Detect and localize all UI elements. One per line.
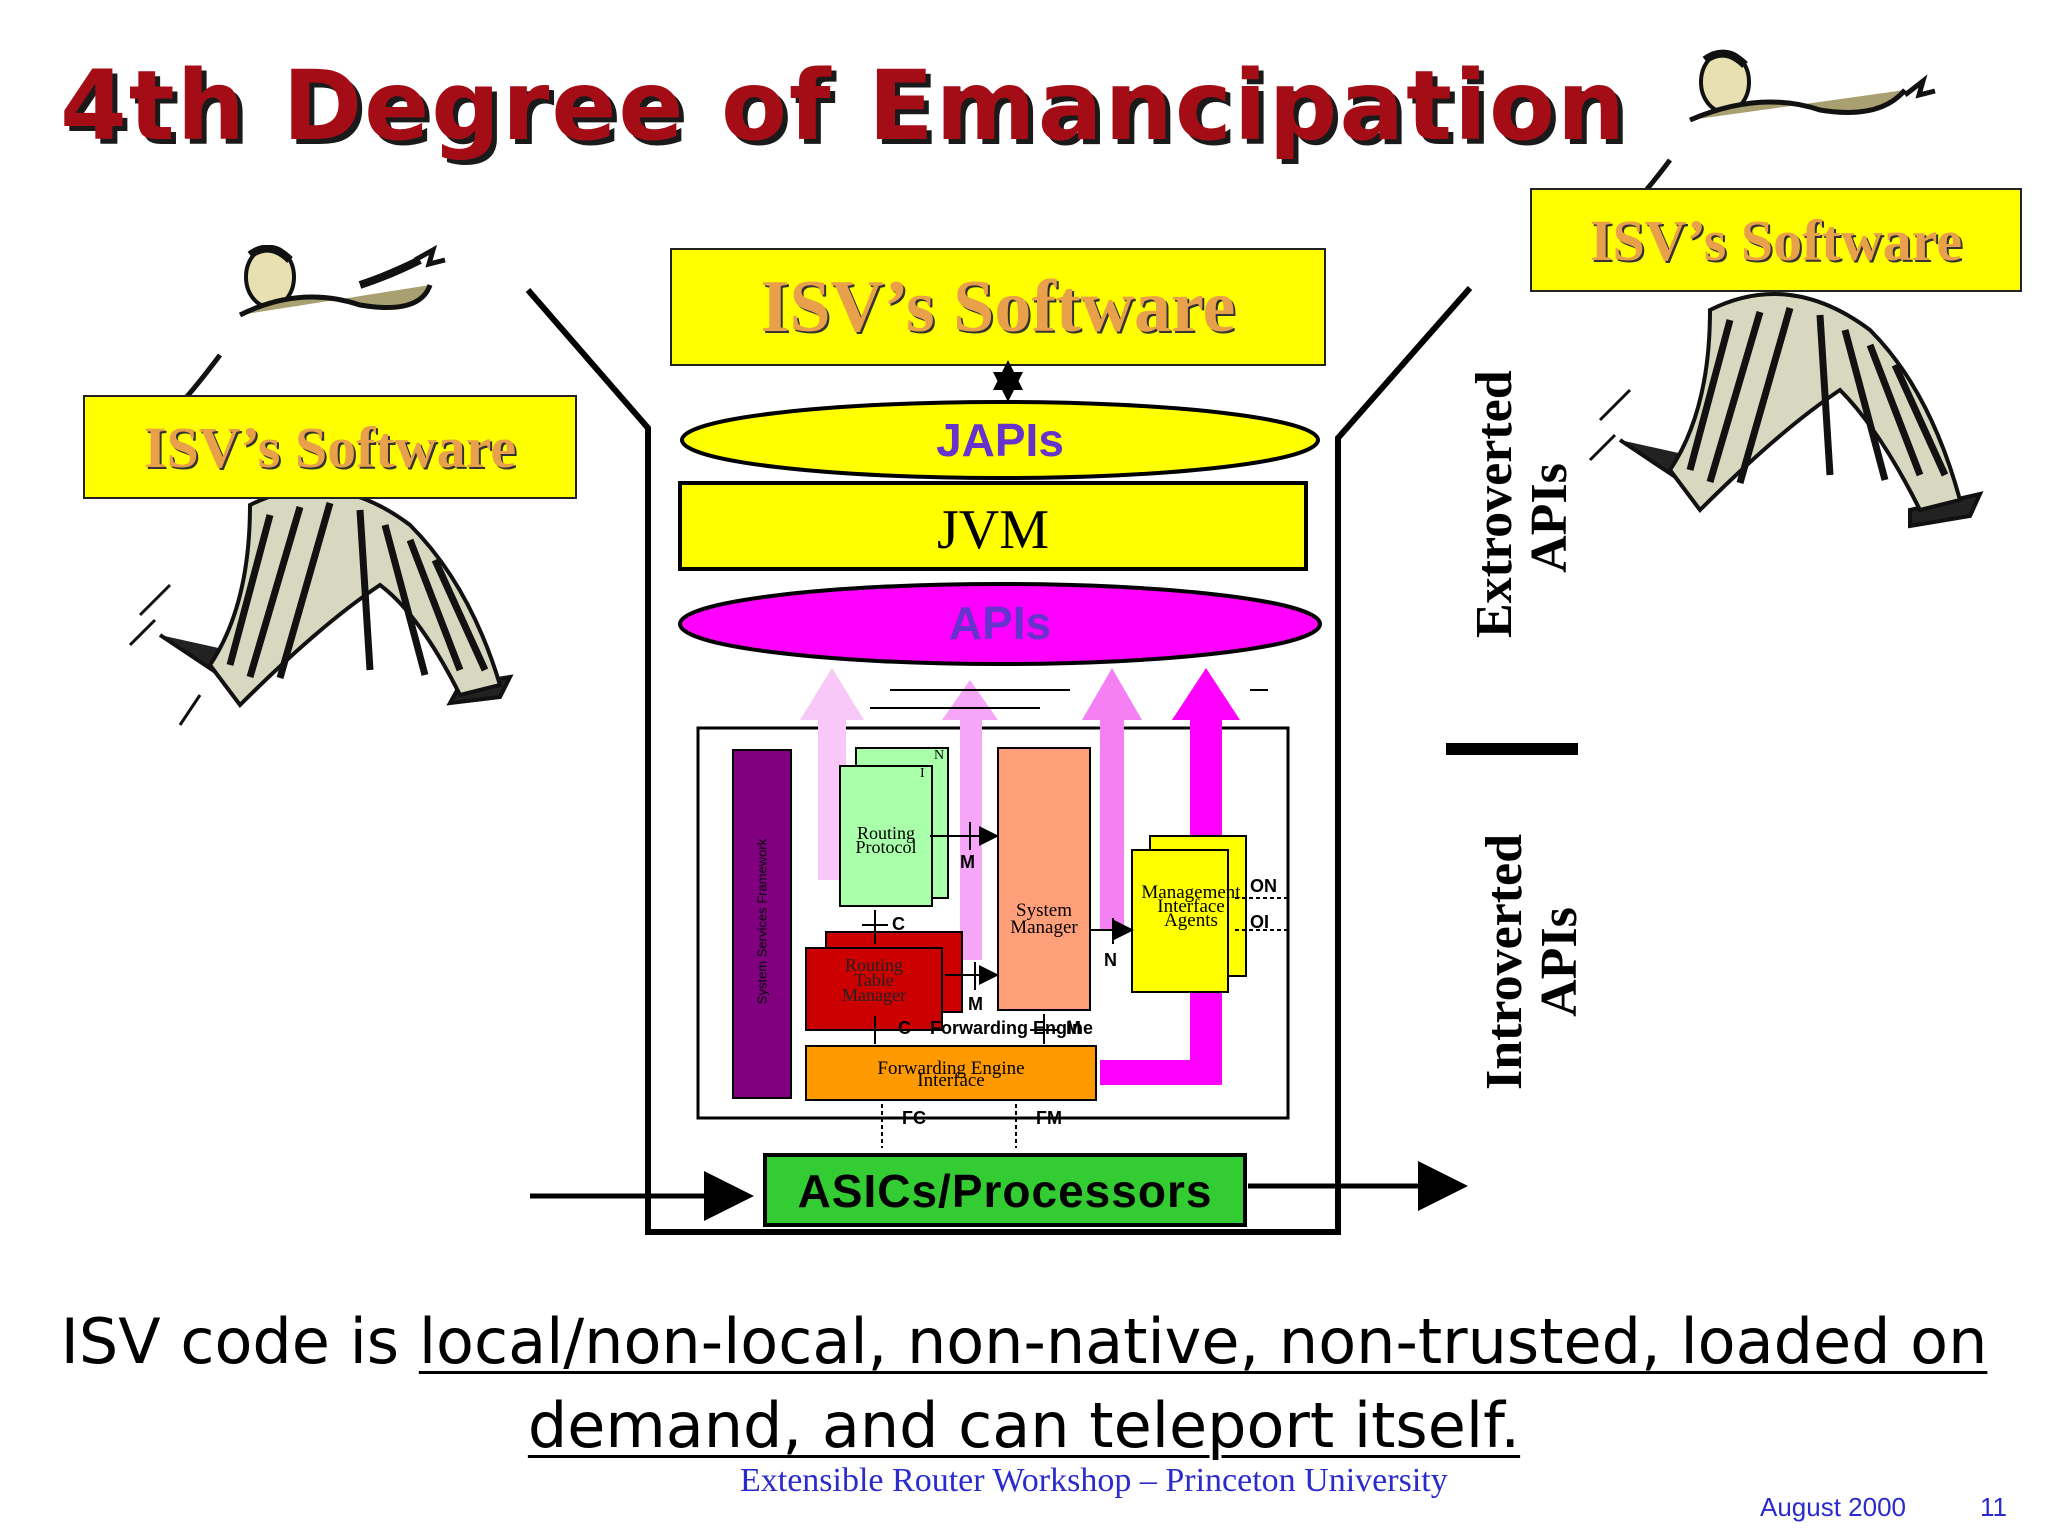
running-man-icon-right (1588, 49, 1984, 529)
bottom-underlined-1: local/non-local, non-native, non-trusted… (418, 1305, 1988, 1378)
isv-software-box-right: ISV’s Software (1530, 188, 2022, 292)
routing-protocol-box (839, 765, 933, 907)
label-on: ON (1250, 876, 1277, 896)
system-manager-label: System Manager (1010, 900, 1078, 938)
asics-processors-box (763, 1153, 1247, 1227)
label-m-2: M (968, 994, 983, 1014)
label-stack-n: N (934, 748, 945, 763)
bottom-prefix: ISV code is (60, 1305, 419, 1378)
japis-label: JAPIs (936, 414, 1064, 466)
apis-label: APIs (948, 597, 1052, 649)
forwarding-engine-label: Forwarding Engine (930, 1018, 1094, 1038)
flow-arrow-1 (800, 668, 864, 880)
extroverted-apis-label: Extroverted APIs (1466, 370, 1578, 638)
label-oi: OI (1250, 912, 1270, 932)
asics-label: ASICs/Processors (797, 1165, 1213, 1217)
api-divider (1446, 743, 1578, 755)
footer-date: August 2000 (1760, 1492, 1907, 1522)
forwarding-engine-interface-box (805, 1045, 1097, 1101)
management-agents-box (1131, 849, 1229, 993)
bottom-statement: ISV code is local/non-local, non-native,… (0, 1300, 2048, 1468)
routing-protocol-label: Routing Protocol (855, 823, 917, 857)
label-c-1: C (892, 914, 905, 934)
label-stack-i: I (920, 766, 925, 781)
jvm-label: JVM (936, 499, 1050, 561)
flow-arrow-3 (1082, 668, 1142, 930)
footer-workshop: Extensible Router Workshop – Princeton U… (740, 1462, 1448, 1499)
label-c-2: C (898, 1018, 911, 1038)
footer-page-number: 11 (1980, 1492, 2007, 1522)
running-man-icon-left (128, 245, 514, 726)
routing-table-label: Routing Table Manager (842, 955, 906, 1005)
label-fm: FM (1036, 1108, 1062, 1128)
apis-ellipse (678, 582, 1322, 666)
label-m-3: M (1066, 1018, 1081, 1038)
isv-software-box-left: ISV’s Software (83, 395, 577, 499)
label-n: N (1104, 950, 1117, 970)
system-services-label: System Services Framework (754, 838, 770, 1005)
system-manager-box (997, 747, 1091, 1011)
label-fc: FC (902, 1108, 926, 1128)
jvm-box (678, 481, 1308, 571)
japis-ellipse (680, 400, 1320, 480)
management-agents-label: Management Interface Agents (1141, 882, 1241, 931)
label-m-1: M (960, 852, 975, 872)
introverted-apis-label: Introverted APIs (1476, 833, 1588, 1091)
router-container (525, 286, 1473, 1235)
system-services-framework (732, 749, 792, 1099)
fe-interface-label: Forwarding Engine Interface (877, 1058, 1025, 1091)
flow-arrow-2 (942, 680, 998, 960)
isv-software-box-top: ISV’s Software (670, 248, 1326, 366)
bottom-underlined-2: demand, and can teleport itself. (527, 1389, 1521, 1462)
slide-title: 4th Degree of Emancipation (60, 50, 1628, 162)
